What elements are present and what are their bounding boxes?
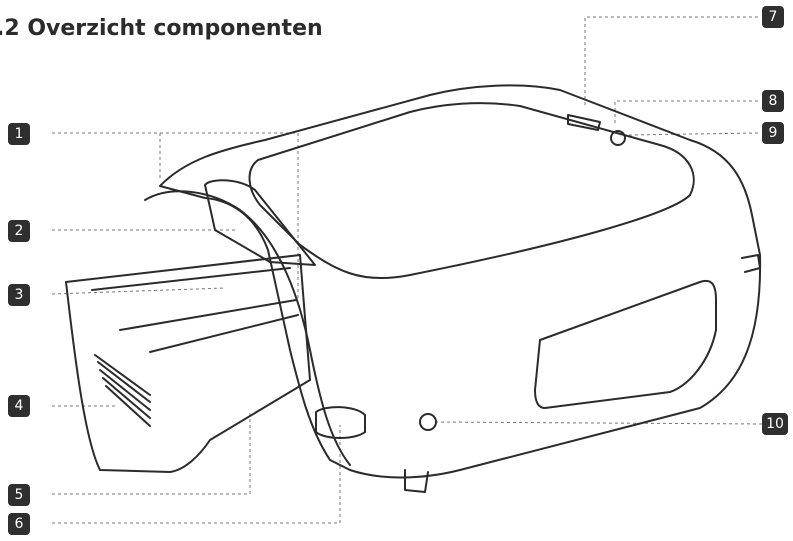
side-button xyxy=(419,413,437,431)
strap-loop xyxy=(741,254,761,273)
tray-grill xyxy=(94,354,151,427)
callout-6: 6 xyxy=(8,513,30,535)
callout-2: 2 xyxy=(8,220,30,242)
front-panel xyxy=(534,280,717,409)
paper-slot xyxy=(204,179,316,266)
callout-9: 9 xyxy=(762,122,784,144)
callout-10: 10 xyxy=(762,413,788,435)
page-title: .2 Overzicht componenten xyxy=(0,16,323,41)
leader-lines xyxy=(51,16,763,524)
side-curve xyxy=(144,190,351,466)
foot-plug xyxy=(404,469,429,493)
power-button xyxy=(610,130,626,146)
dial xyxy=(315,406,366,439)
callout-7: 7 xyxy=(762,6,784,28)
tray xyxy=(65,254,311,473)
tray-inner xyxy=(91,267,299,353)
callout-3: 3 xyxy=(8,284,30,306)
callout-5: 5 xyxy=(8,484,30,506)
device-outline xyxy=(65,84,762,493)
usb-port xyxy=(567,114,601,131)
callout-1: 1 xyxy=(8,123,30,145)
callout-8: 8 xyxy=(762,90,784,112)
top-lid xyxy=(248,102,695,280)
main-body xyxy=(159,84,762,479)
callout-4: 4 xyxy=(8,395,30,417)
